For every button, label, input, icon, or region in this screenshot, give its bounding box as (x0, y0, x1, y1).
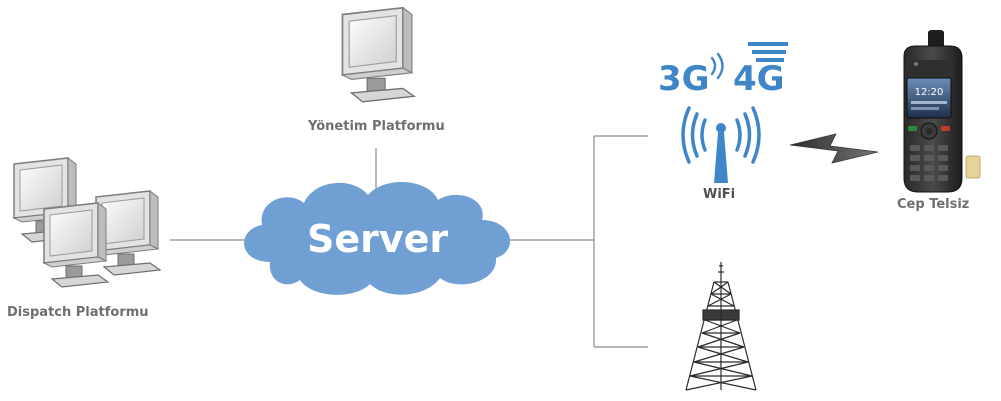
radio-screen-time: 12:20 (915, 87, 944, 98)
wifi-antenna-icon (681, 106, 761, 183)
server-label: Server (307, 217, 449, 261)
dispatch-monitors-icon (13, 157, 161, 288)
management-platform-label: Yönetim Platformu (308, 119, 445, 134)
connector-lines (170, 135, 648, 348)
network-3g-label: 3G (658, 59, 710, 99)
radio-tower-icon (685, 262, 757, 391)
lightning-bolt-icon (789, 133, 879, 164)
signal-3g-icon (710, 52, 724, 80)
network-4g-label: 4G (733, 59, 785, 99)
radio-handset-icon: 12:20 (903, 30, 981, 193)
dispatch-platform-label: Dispatch Platformu (7, 305, 149, 320)
wifi-label: WiFi (703, 187, 736, 202)
management-monitor-icon (341, 6, 416, 103)
server-cloud-icon (244, 182, 511, 295)
radio-label: Cep Telsiz (897, 197, 970, 212)
signal-4g-icon (748, 42, 788, 62)
